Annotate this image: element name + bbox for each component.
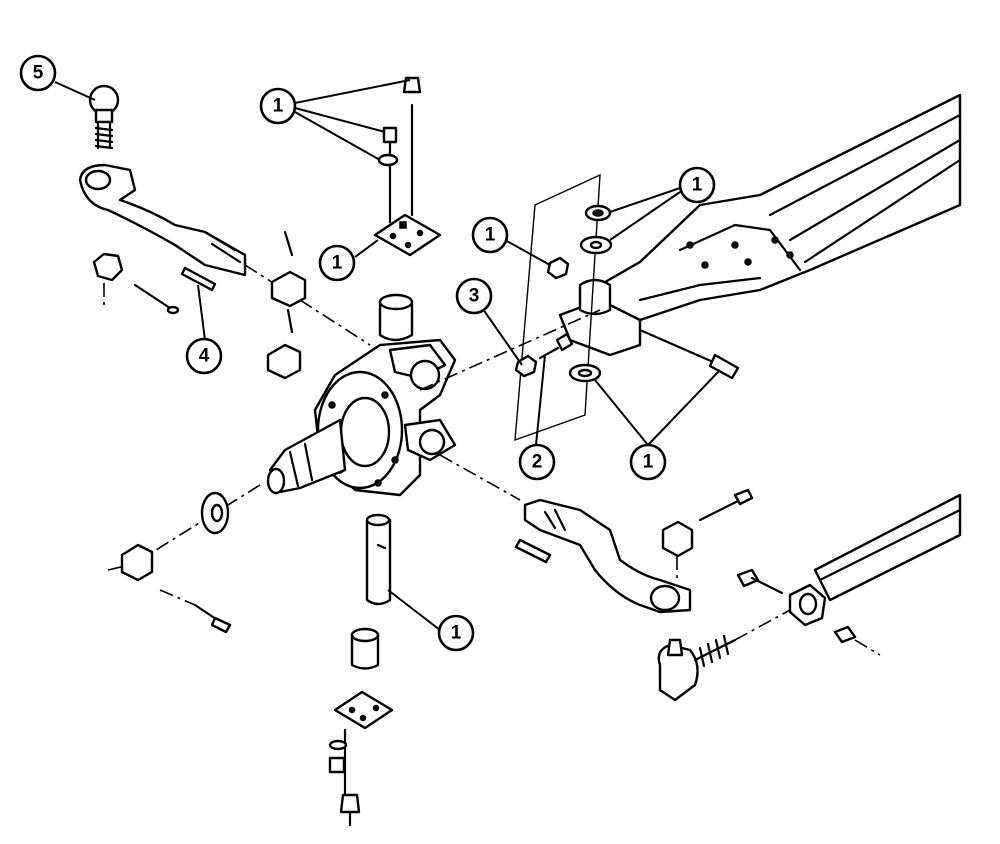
tie-rod-tube [736, 493, 962, 656]
callout-5: 5 [19, 54, 57, 92]
bolt-2 [538, 332, 574, 360]
upper-bearing-plate [373, 76, 442, 257]
callout-label: 1 [692, 175, 703, 196]
callout-3: 3 [455, 277, 493, 315]
lower-bearing-plate [328, 690, 394, 827]
king-pin [365, 513, 392, 606]
callout-1-top: 1 [259, 87, 297, 125]
axle-beam [558, 93, 962, 380]
nut-3 [514, 354, 538, 378]
tie-rod-castle-nut [661, 488, 754, 580]
callout-label: 4 [199, 346, 210, 367]
callout-label: 1 [485, 225, 496, 246]
callout-label: 3 [469, 286, 480, 307]
callout-label: 1 [643, 452, 654, 473]
ball-stud [88, 84, 120, 150]
callout-label: 5 [33, 63, 44, 84]
tie-rod-arm [514, 498, 692, 614]
cotter-pin-4 [180, 266, 217, 292]
upper-shim-washers [579, 204, 613, 255]
callout-1-washers: 1 [678, 166, 716, 204]
callout-1-nut: 1 [471, 216, 509, 254]
thrust-washer [200, 491, 230, 535]
steering-knuckle [139, 309, 601, 561]
callout-label: 2 [532, 452, 543, 473]
callout-label: 1 [332, 253, 343, 274]
callout-1-lower-washer: 1 [629, 443, 667, 481]
callout-4: 4 [185, 337, 223, 375]
callout-label: 1 [451, 623, 462, 644]
spindle-nut [107, 543, 232, 634]
callout-2: 2 [518, 443, 556, 481]
lower-bushing [350, 627, 380, 670]
upper-bushing [378, 293, 414, 342]
lock-nut-upper [546, 256, 570, 280]
lower-shim-washer [568, 363, 602, 383]
steering-arm [78, 163, 371, 346]
tie-rod-end [657, 609, 791, 702]
castle-nut-left [92, 252, 180, 315]
callout-label: 1 [273, 96, 284, 117]
castle-nut-knuckle-upper [270, 230, 307, 334]
callout-1-bushing: 1 [318, 244, 356, 282]
callout-1-kingpin: 1 [437, 614, 475, 652]
castle-nut-knuckle-lower [266, 343, 302, 380]
leader-lines [54, 79, 721, 631]
